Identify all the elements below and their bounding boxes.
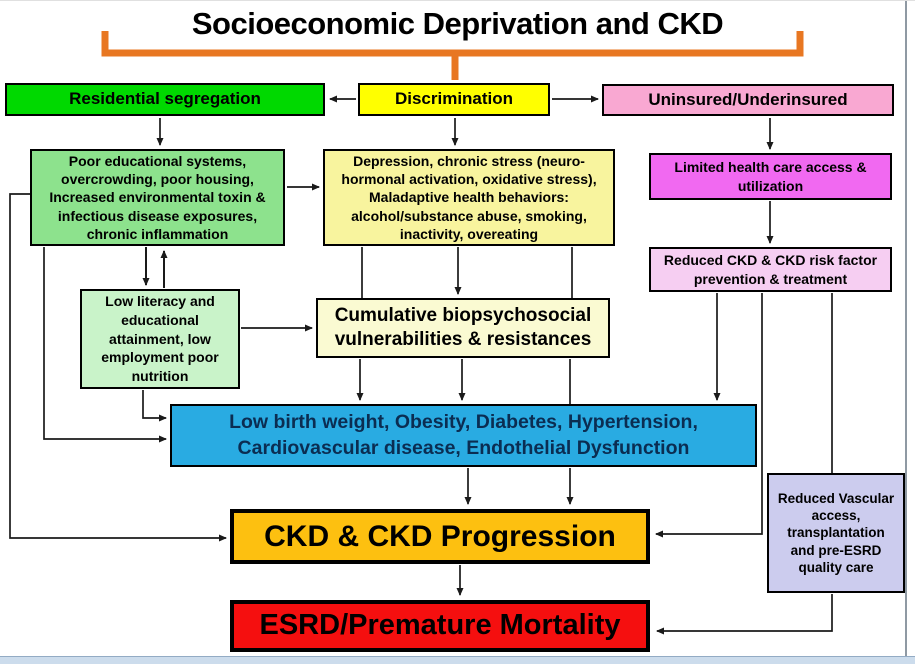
node-low-literacy: Low literacy and educational attainment,… [80,289,240,389]
node-discrimination: Discrimination [358,83,550,116]
node-uninsured-underinsured: Uninsured/Underinsured [602,84,894,116]
arrow-vascular-to-esrd [656,594,833,635]
node-reduced-ckd-risk-prevention: Reduced CKD & CKD risk factor prevention… [649,247,892,292]
arrow-poor-edu-to-ckd-left-loop [9,193,227,542]
title-bracket [101,31,804,80]
screenshot-bottom-edge [0,656,915,664]
node-esrd-premature-mortality: ESRD/Premature Mortality [230,600,650,652]
node-residential-segregation: Residential segregation [5,83,325,116]
diagram-title: Socioeconomic Deprivation and CKD [191,6,724,41]
node-cumulative-biopsychosocial: Cumulative biopsychosocial vulnerabiliti… [316,298,610,358]
node-limited-health-care-access: Limited health care access & utilization [649,153,892,200]
screenshot-right-edge [905,1,907,656]
node-reduced-vascular-access: Reduced Vascular access, transplantation… [767,473,905,593]
node-risk-factors: Low birth weight, Obesity, Diabetes, Hyp… [170,404,757,467]
node-poor-educational-systems: Poor educational systems, overcrowding, … [30,149,285,246]
node-depression-chronic-stress: Depression, chronic stress (neuro-hormon… [323,149,615,246]
arrow-low-literacy-to-risk-factors [142,390,167,422]
arrow-poor-edu-to-risk-factors [43,247,167,443]
node-ckd-progression: CKD & CKD Progression [230,509,650,564]
arrow-reduced-to-ckd-right [655,293,763,538]
